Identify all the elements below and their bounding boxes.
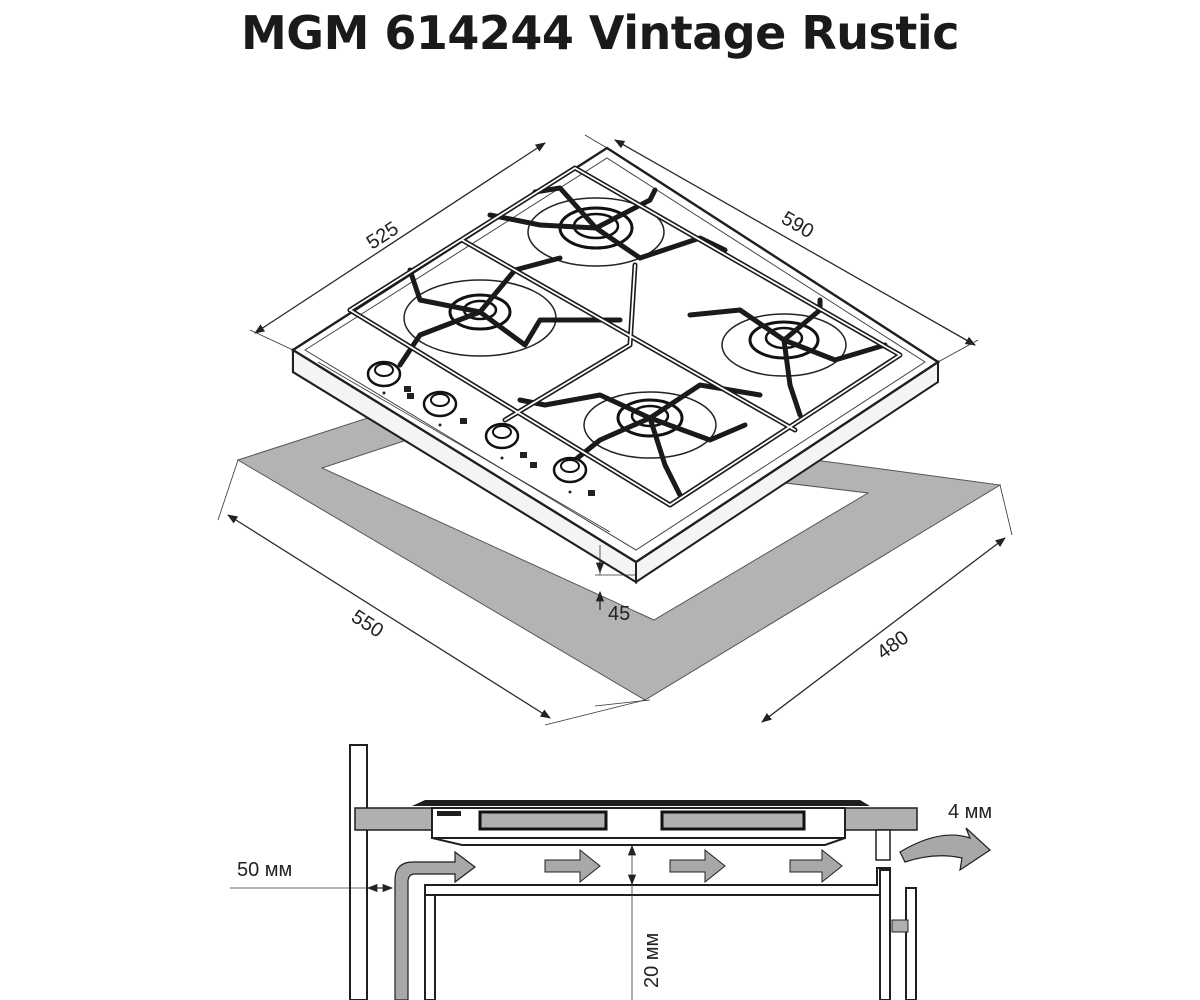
dim-wall-gap: 50 мм <box>237 859 292 881</box>
dimension-lines <box>217 134 1013 726</box>
dim-hob-height: 45 <box>608 603 630 625</box>
dim-cutout-depth: 480 <box>873 627 913 664</box>
dim-hob-width: 590 <box>778 207 818 243</box>
knob-3 <box>484 422 527 460</box>
dim-air-gap: 20 мм <box>641 933 663 988</box>
knob-4 <box>552 456 595 496</box>
knob-1 <box>366 360 411 395</box>
control-knobs <box>366 360 595 496</box>
page-title: MGM 614244 Vintage Rustic <box>241 6 959 60</box>
section-view <box>230 744 991 1000</box>
dim-side-gap: 4 мм <box>948 801 992 823</box>
dim-hob-depth: 525 <box>363 218 403 255</box>
knob-2 <box>422 390 467 427</box>
